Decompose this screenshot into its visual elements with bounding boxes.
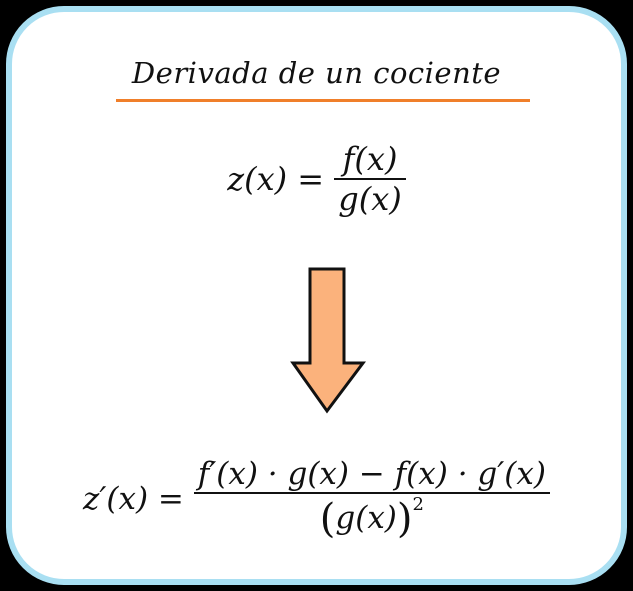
derivative-fraction: f′(x) · g(x) − f(x) · g′(x) (g(x))2 [193,456,550,542]
definition-fraction: f(x) g(x) [334,140,406,218]
fraction-bar [334,178,406,180]
derivative-denominator: (g(x))2 [316,494,428,542]
title-underline [116,99,530,102]
open-paren: ( [319,496,336,542]
formula-card: Derivada de un cociente z(x) = f(x) g(x)… [6,6,627,585]
derivative-numerator: f′(x) · g(x) − f(x) · g′(x) [197,456,546,492]
exponent: 2 [412,494,424,515]
title: Derivada de un cociente [131,56,502,90]
close-paren: ) [396,496,413,542]
quotient-derivative: z′(x) = f′(x) · g(x) − f(x) · g′(x) (g(x… [12,456,621,542]
definition-denominator: g(x) [338,180,402,218]
arrow-down-icon [290,267,366,414]
definition-numerator: f(x) [342,140,398,178]
definition-lhs: z(x) = [227,160,325,198]
denominator-inner: g(x) [335,500,397,536]
derivative-lhs: z′(x) = [83,481,184,517]
quotient-definition: z(x) = f(x) g(x) [12,140,621,218]
fraction-bar [193,492,550,494]
